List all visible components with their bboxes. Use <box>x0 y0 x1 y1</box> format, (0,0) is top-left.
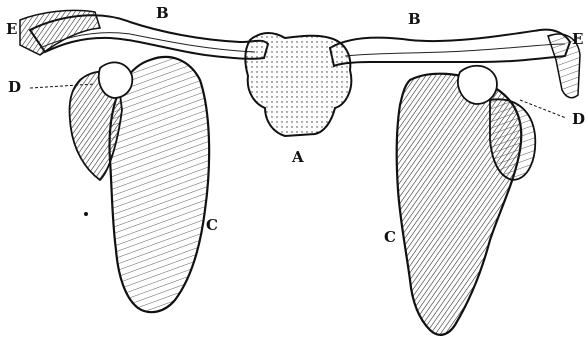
label-e-right: E <box>572 32 583 47</box>
label-a: A <box>292 150 304 165</box>
label-b-left: B <box>156 6 169 21</box>
right-clavicle <box>330 30 570 66</box>
sternum-manubrium <box>245 33 351 136</box>
label-c-right: C <box>384 230 396 245</box>
label-b-right: B <box>408 12 421 27</box>
label-c-left: C <box>206 218 218 233</box>
label-e-left: E <box>6 22 17 37</box>
label-d-right: D <box>572 112 585 127</box>
label-d-left: D <box>8 80 21 95</box>
